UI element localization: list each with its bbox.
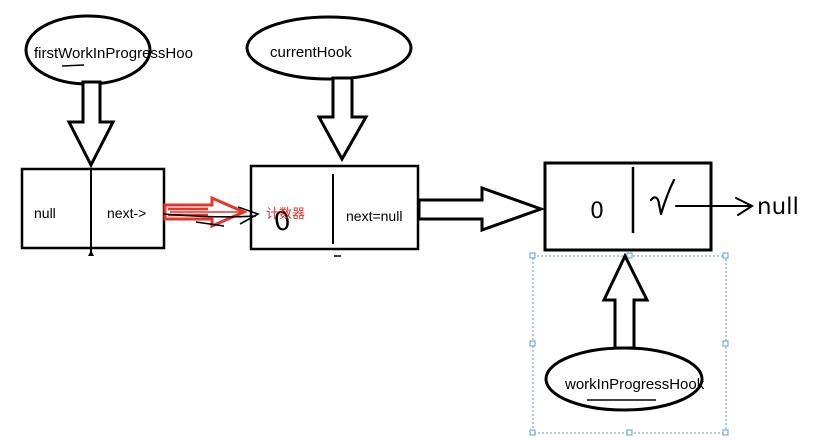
node-3-next-scribble xyxy=(649,178,676,216)
node-2-next-label: next=null xyxy=(346,208,402,224)
node-3-null-arrow xyxy=(675,197,755,216)
node-2-counter-annotation: 计数器 xyxy=(266,206,305,221)
work-in-progress-hook-selection[interactable]: workInProgressHook xyxy=(529,252,729,436)
black-scribble-arrow xyxy=(162,206,260,227)
red-next-arrow xyxy=(163,195,248,229)
wip-hook-up-arrow xyxy=(601,252,650,350)
node-3: 0 N null xyxy=(543,161,799,252)
current-hook-label: currentHook xyxy=(270,44,352,61)
current-hook-pointer: currentHook xyxy=(245,15,413,163)
current-hook-down-arrow xyxy=(316,76,369,163)
node-2: 0 计数器 next=null xyxy=(249,164,420,257)
node-3-tail-null: null xyxy=(757,194,799,220)
node-3-memoized-state: 0 xyxy=(590,199,604,224)
wip-hook-label: workInProgressHook xyxy=(564,376,705,393)
node-1-memoized-state: null xyxy=(34,205,56,221)
node-1-next-label: next-> xyxy=(107,205,146,221)
selection-handles[interactable] xyxy=(529,252,729,436)
first-wip-hook-down-arrow xyxy=(66,80,116,169)
node-1-divider-tick xyxy=(88,250,94,256)
first-wip-hook-pointer: firstWorkInProgressHoo xyxy=(24,14,193,169)
wip-hook-ellipse xyxy=(544,346,704,412)
node-2-memoized-state: 0 xyxy=(272,206,293,238)
node-1: null next-> xyxy=(20,167,166,256)
first-wip-hook-label: firstWorkInProgressHoo xyxy=(34,45,193,62)
current-hook-ellipse xyxy=(245,15,413,81)
node-2-to-node-3-arrow xyxy=(417,185,546,233)
first-wip-hook-underline xyxy=(61,64,85,67)
